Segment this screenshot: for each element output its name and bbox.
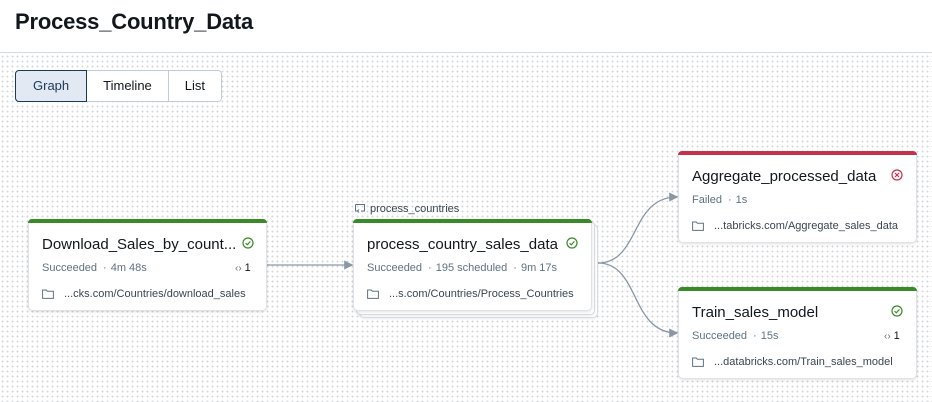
- task-meta: Failed·1s: [692, 194, 748, 206]
- status-bar: [678, 287, 917, 291]
- page-header: Process_Country_Data: [0, 0, 932, 53]
- notebook-path[interactable]: ...cks.com/Countries/download_sales: [42, 288, 246, 300]
- task-name: process_country_sales_data: [367, 236, 558, 253]
- tab-list[interactable]: List: [167, 71, 222, 101]
- task-node-process-country-sales[interactable]: process_country_sales_data Succeeded·195…: [353, 219, 592, 311]
- status-bar: [353, 219, 592, 223]
- view-tabs: Graph Timeline List: [15, 70, 223, 102]
- loop-icon: [355, 204, 365, 213]
- tab-timeline[interactable]: Timeline: [86, 71, 168, 101]
- status-bar: [678, 151, 917, 155]
- task-name: Aggregate_processed_data: [692, 168, 877, 185]
- check-circle-icon: [242, 237, 254, 249]
- folder-icon: [692, 221, 704, 231]
- notebook-path[interactable]: ...s.com/Countries/Process_Countries: [367, 288, 574, 300]
- folder-icon: [692, 357, 704, 367]
- notebook-path[interactable]: ...databricks.com/Train_sales_model: [692, 356, 893, 368]
- notebook-path[interactable]: ...tabricks.com/Aggregate_sales_data: [692, 220, 898, 232]
- dependencies-count: ‹›1: [235, 262, 251, 274]
- loop-label: process_countries: [354, 203, 459, 215]
- check-circle-icon: [566, 237, 578, 249]
- task-node-train-sales-model[interactable]: Train_sales_model Succeeded·15s ‹›1 ...d…: [678, 287, 917, 379]
- task-name: Download_Sales_by_count...: [42, 236, 237, 253]
- folder-icon: [367, 289, 379, 299]
- folder-icon: [42, 289, 54, 299]
- task-meta: Succeeded·195 scheduled·9m 17s: [367, 262, 558, 274]
- page-title: Process_Country_Data: [15, 9, 254, 34]
- task-node-download-sales[interactable]: Download_Sales_by_count... Succeeded·4m …: [28, 219, 267, 311]
- task-node-aggregate-processed[interactable]: Aggregate_processed_data Failed·1s ...ta…: [678, 151, 917, 243]
- task-meta: Succeeded·4m 48s: [42, 262, 147, 274]
- x-circle-icon: [891, 169, 903, 181]
- check-circle-icon: [891, 305, 903, 317]
- task-meta: Succeeded·15s: [692, 330, 779, 342]
- task-name: Train_sales_model: [692, 304, 819, 321]
- code-icon: ‹›: [884, 331, 891, 342]
- tab-graph[interactable]: Graph: [15, 70, 88, 102]
- code-icon: ‹›: [235, 263, 242, 274]
- dependencies-count: ‹›1: [884, 330, 900, 342]
- status-bar: [28, 219, 267, 223]
